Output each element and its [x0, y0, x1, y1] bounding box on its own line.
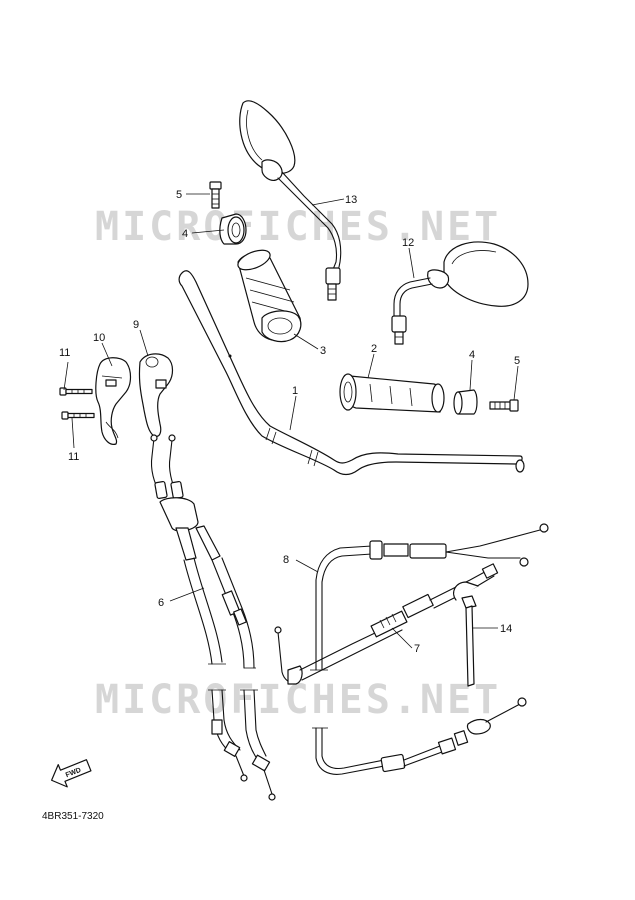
part-3-throttle-grip	[237, 249, 302, 343]
part-13-mirror-left	[239, 100, 342, 301]
svg-text:MICROFICHES.NET: MICROFICHES.NET	[95, 204, 501, 250]
callout-5-upper: 5	[176, 189, 182, 201]
callout-11-upper: 11	[59, 347, 70, 359]
callout-5-lower: 5	[514, 355, 520, 367]
part-5-bolt-lower	[489, 399, 519, 412]
part-11-screw-lower	[61, 411, 95, 420]
part-5-bolt-upper	[209, 181, 222, 209]
callout-7: 7	[414, 643, 420, 655]
part-12-mirror-right	[391, 241, 529, 345]
part-4-weight-upper	[219, 213, 247, 245]
part-code-label: 4BR351-7320	[42, 811, 104, 822]
callout-8: 8	[283, 554, 289, 566]
part-7-adjuster-cable	[274, 563, 499, 685]
callout-2: 2	[371, 343, 377, 355]
part-14-cable-tie	[453, 581, 479, 687]
callout-9: 9	[133, 319, 139, 331]
callout-10: 10	[93, 332, 105, 344]
fwd-arrow-icon: FWD	[51, 759, 92, 788]
part-2-left-grip	[339, 373, 445, 413]
callout-12: 12	[402, 237, 414, 249]
part-10-switch-housing	[95, 357, 132, 445]
part-11-screw-upper	[59, 387, 93, 396]
callout-1: 1	[292, 385, 298, 397]
callout-6: 6	[158, 597, 164, 609]
callout-4-upper: 4	[182, 228, 188, 240]
part-4-weight-lower	[453, 389, 478, 415]
part-6-throttle-cables	[150, 434, 276, 801]
part-1-handlebar	[178, 270, 525, 476]
leader-lines	[63, 193, 519, 649]
callout-3: 3	[320, 345, 326, 357]
callout-13: 13	[345, 194, 357, 206]
callouts: 5 4 13 12 3 2 4 5 1 10 9 11 11 6 7 8 14	[59, 189, 520, 655]
svg-text:MICROFICHES.NET: MICROFICHES.NET	[95, 677, 501, 723]
watermark-top: MICROFICHES.NET	[95, 204, 501, 250]
part-8-clutch-cable	[310, 523, 549, 775]
watermark-bottom: MICROFICHES.NET	[95, 677, 501, 723]
callout-14: 14	[500, 623, 512, 635]
callout-4-lower: 4	[469, 349, 475, 361]
part-9-throttle-housing	[138, 353, 174, 437]
callout-11-lower: 11	[68, 451, 79, 463]
